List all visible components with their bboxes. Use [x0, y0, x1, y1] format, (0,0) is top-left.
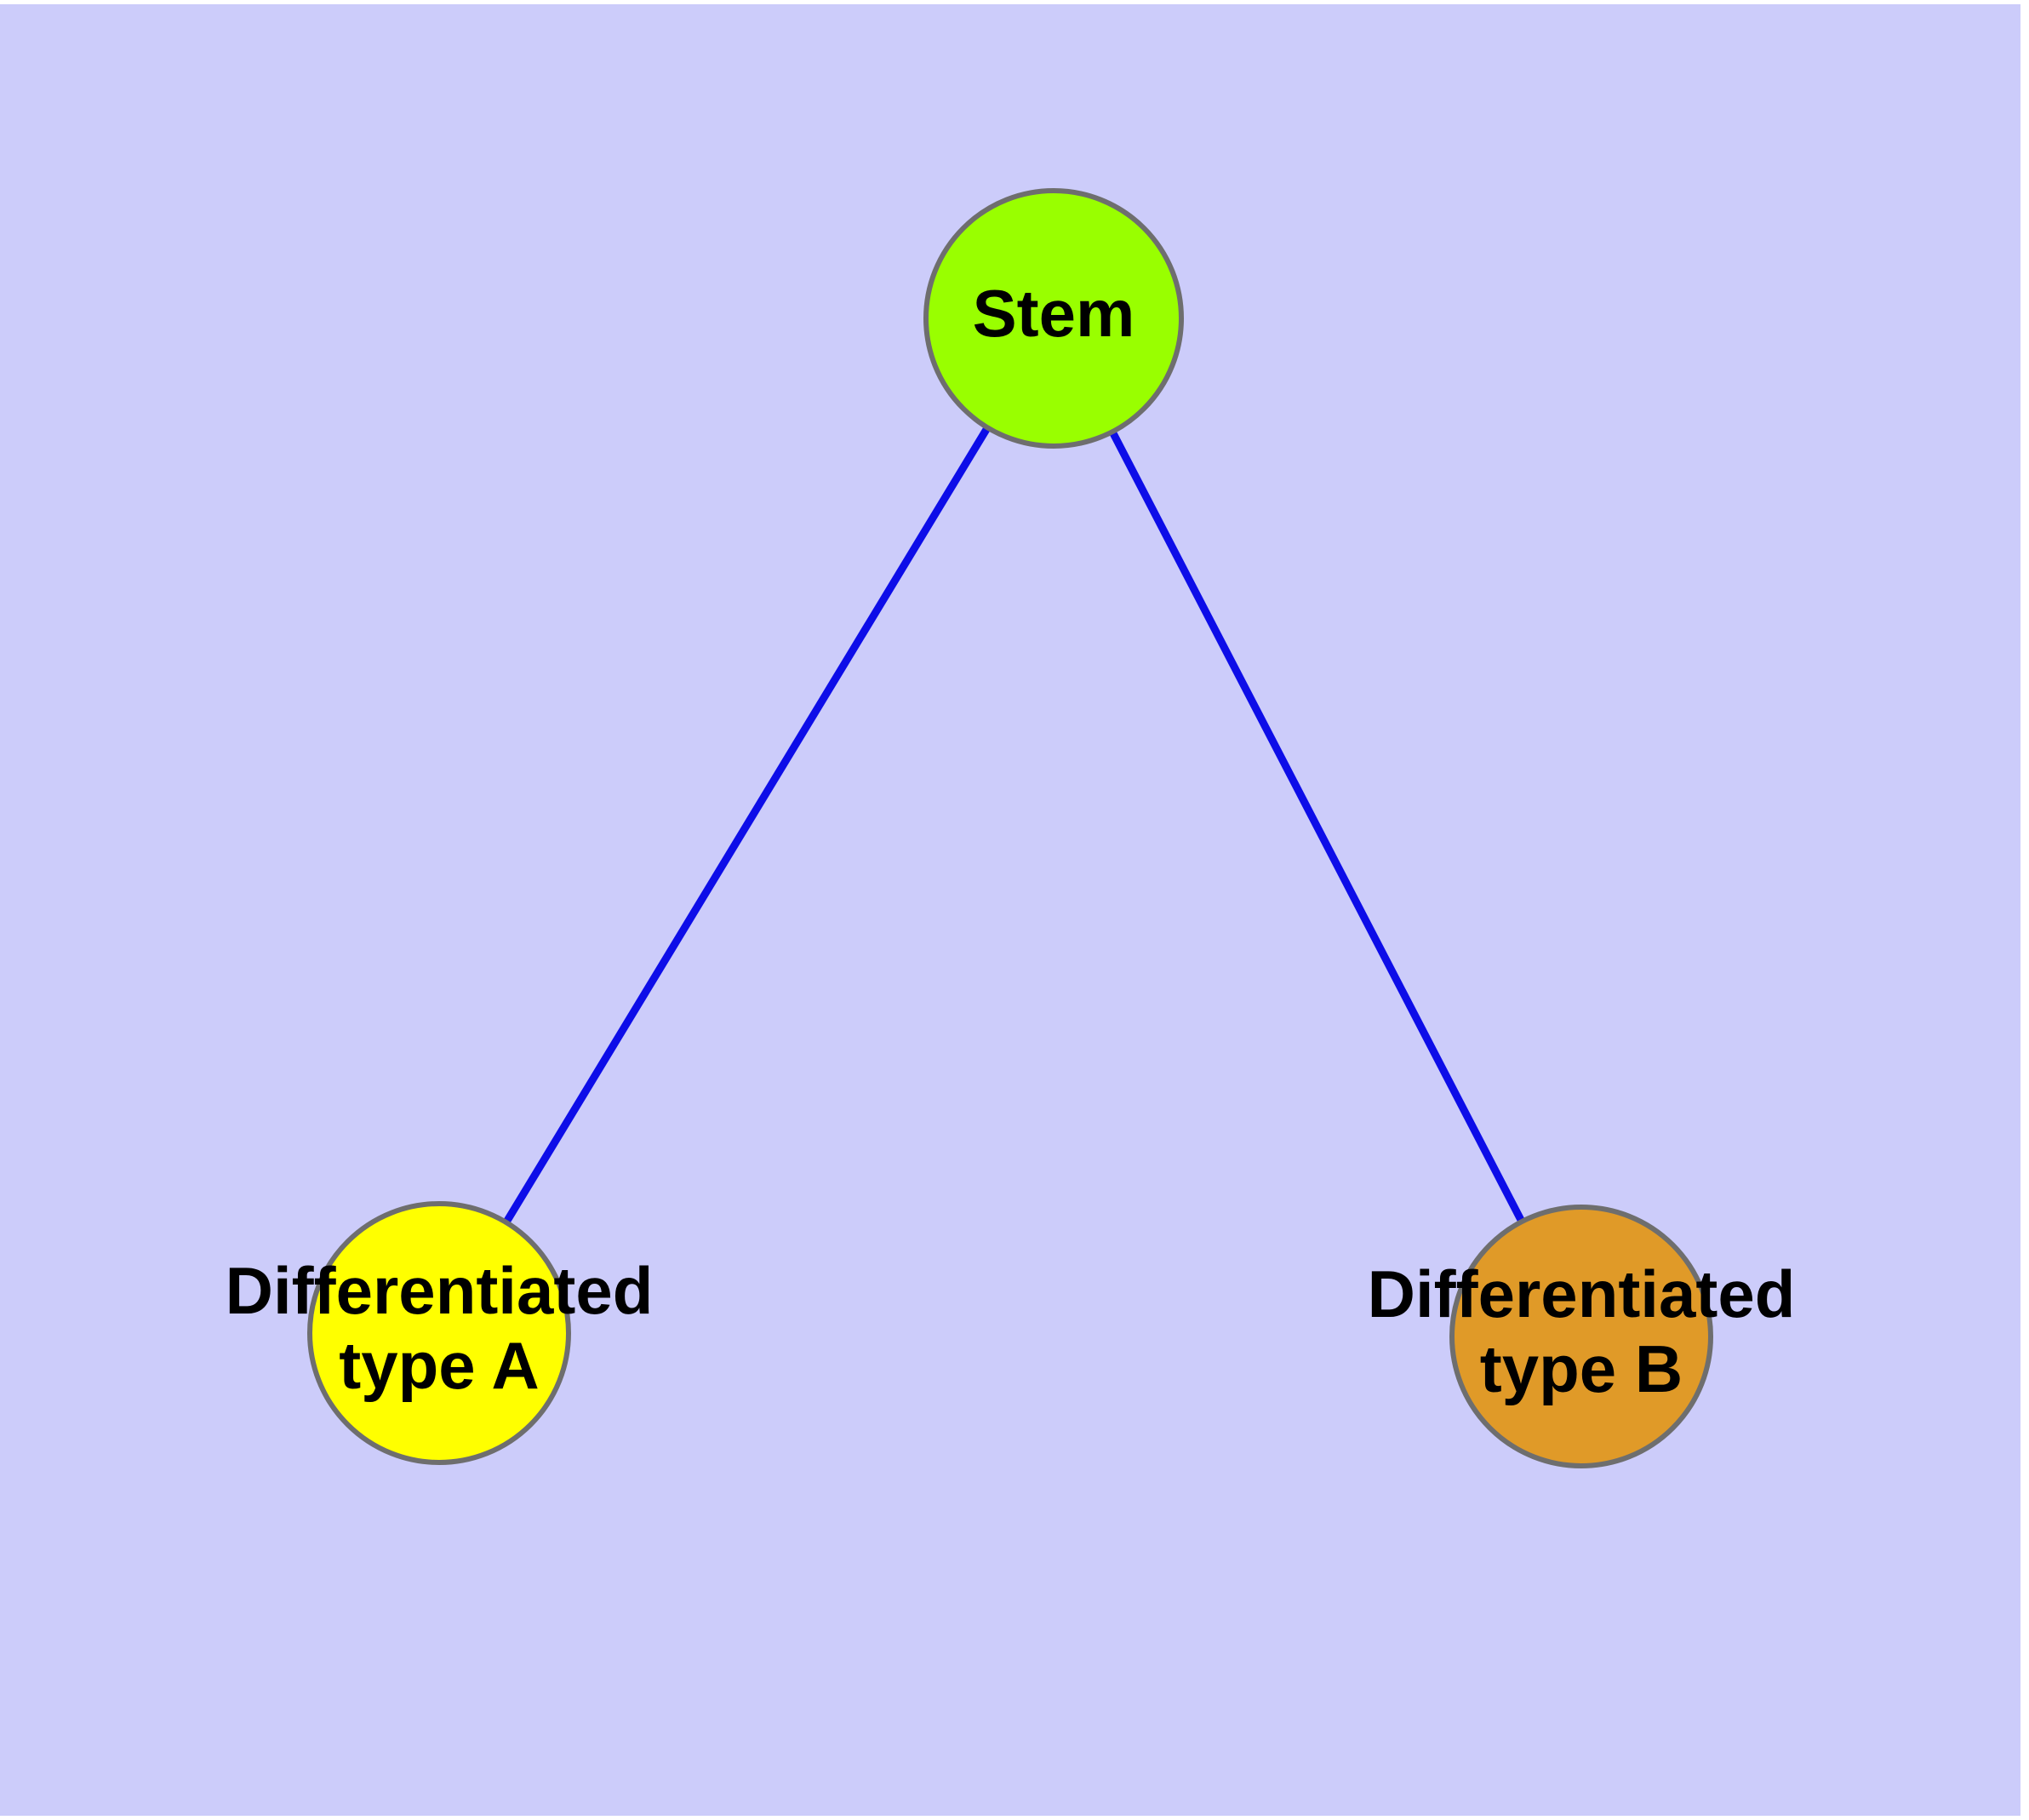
- nodes-layer: [307, 188, 1713, 1468]
- node-stem[interactable]: [923, 188, 1184, 449]
- node-label-line: Stem: [973, 276, 1135, 351]
- edges-layer: [501, 424, 1526, 1227]
- edge-stem-to-differentiated-type-a[interactable]: [501, 424, 992, 1227]
- node-label-line: Differentiated: [1368, 1256, 1796, 1331]
- node-differentiated-type-b[interactable]: [1449, 1205, 1713, 1468]
- edge-stem-to-differentiated-type-b[interactable]: [1108, 428, 1526, 1225]
- node-label-line: type A: [339, 1328, 540, 1403]
- node-differentiated-type-a[interactable]: [307, 1201, 571, 1465]
- node-label-stem: Stem: [973, 276, 1135, 351]
- node-label-line: Differentiated: [226, 1253, 654, 1328]
- node-label-line: type B: [1480, 1331, 1683, 1406]
